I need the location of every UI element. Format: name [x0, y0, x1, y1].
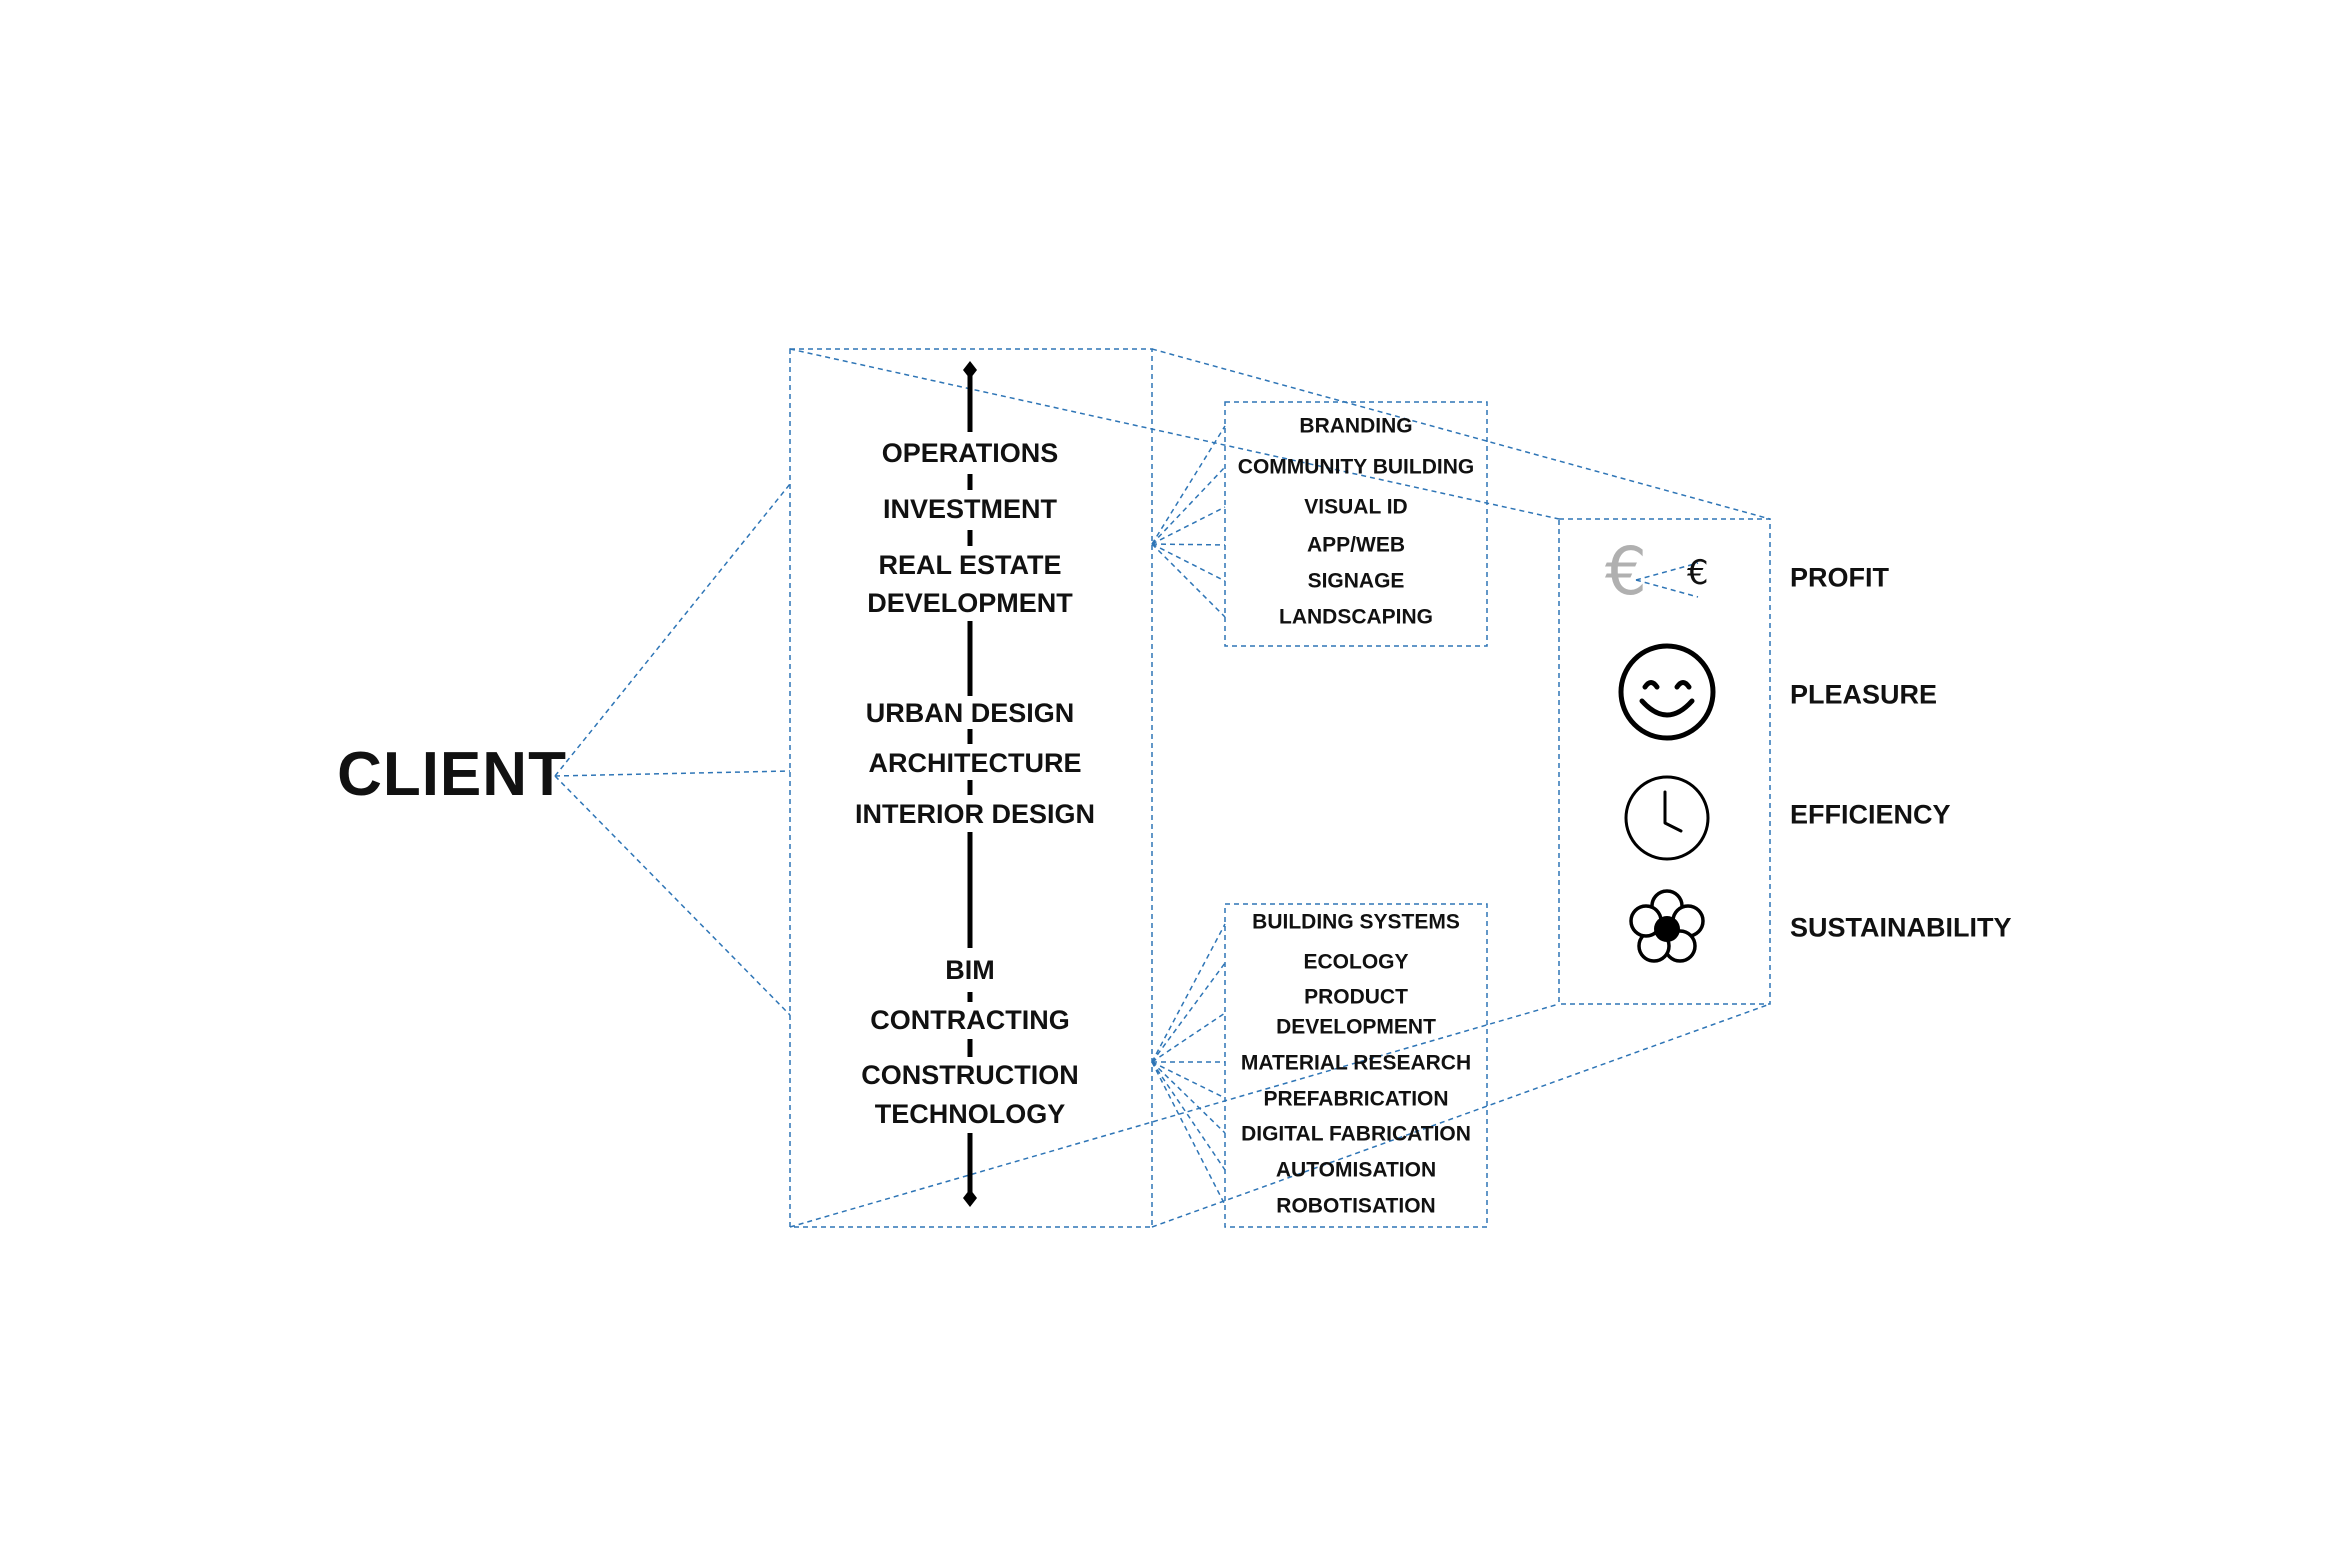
- sub-fan-line: [1151, 543, 1226, 546]
- top-item-signage: SIGNAGE: [1307, 569, 1405, 593]
- main-item-operations: OPERATIONS: [881, 437, 1059, 468]
- bottom-item-product: PRODUCT: [1304, 985, 1408, 1009]
- euro-large-glyph: €: [1605, 533, 1647, 610]
- sub-fan-line: [1151, 1061, 1226, 1099]
- top-item-landscaping: LANDSCAPING: [1278, 605, 1434, 629]
- timeline-bottom-end: [963, 1189, 977, 1207]
- euro-icon: € €: [1605, 533, 1725, 615]
- top-item-branding: BRANDING: [1299, 414, 1413, 438]
- bottom-item-material-research: MATERIAL RESEARCH: [1240, 1051, 1472, 1075]
- main-item-investment: INVESTMENT: [882, 493, 1058, 524]
- main-item-real-estate: REAL ESTATE: [878, 549, 1062, 580]
- bottom-item-automisation: AUTOMISATION: [1275, 1158, 1437, 1182]
- sub-fan-line: [1151, 1061, 1226, 1171]
- clock-icon: [1624, 775, 1710, 861]
- sub-fan-line: [1151, 962, 1226, 1063]
- sub-fan-line: [1151, 543, 1226, 618]
- euro-fan-line: [1635, 562, 1699, 581]
- sub-fan-line: [1151, 506, 1226, 545]
- perspective-line: [1151, 348, 1771, 520]
- sub-fan-line: [1151, 1012, 1226, 1063]
- main-box: [789, 348, 1153, 1228]
- smiley-icon: [1618, 643, 1716, 741]
- fan-line: [554, 775, 791, 1016]
- bottom-item-robotisation: ROBOTISATION: [1276, 1194, 1436, 1218]
- timeline-top-end: [963, 361, 977, 379]
- values-box: [1558, 518, 1771, 1005]
- fan-line: [554, 770, 791, 777]
- euro-fan-line: [1635, 579, 1699, 598]
- main-item-development: DEVELOPMENT: [867, 587, 1073, 618]
- main-item-architecture: ARCHITECTURE: [868, 747, 1082, 778]
- sub-fan-line: [1151, 466, 1226, 545]
- main-item-construction: CONSTRUCTION: [861, 1059, 1079, 1090]
- value-label-pleasure: PLEASURE: [1790, 679, 1938, 710]
- sub-fan-line: [1151, 1061, 1226, 1206]
- bottom-sub-box: [1224, 903, 1488, 1228]
- sub-fan-line: [1151, 923, 1226, 1063]
- value-label-profit: PROFIT: [1790, 562, 1889, 593]
- main-item-contracting: CONTRACTING: [870, 1004, 1070, 1035]
- perspective-line: [789, 1003, 1560, 1228]
- bottom-item-building-systems: BUILDING SYSTEMS: [1252, 910, 1460, 934]
- main-item-urban-design: URBAN DESIGN: [865, 697, 1075, 728]
- bottom-item-ecology: ECOLOGY: [1303, 950, 1409, 974]
- bottom-item-digital-fabrication: DIGITAL FABRICATION: [1241, 1122, 1471, 1146]
- main-item-technology: TECHNOLOGY: [874, 1098, 1066, 1129]
- client-label: CLIENT: [337, 739, 567, 809]
- value-label-efficiency: EFFICIENCY: [1790, 799, 1951, 830]
- top-item-visual-id: VISUAL ID: [1304, 495, 1408, 519]
- value-label-sustainability: SUSTAINABILITY: [1790, 912, 2012, 943]
- sub-fan-line: [1151, 1061, 1226, 1134]
- sub-fan-line: [1151, 543, 1226, 582]
- perspective-line: [1151, 1003, 1771, 1228]
- main-item-interior-design: INTERIOR DESIGN: [854, 798, 1096, 829]
- fan-line: [554, 483, 791, 777]
- euro-small-glyph: €: [1687, 553, 1709, 593]
- flower-icon: [1629, 889, 1705, 963]
- top-item-app-web: APP/WEB: [1306, 533, 1406, 557]
- main-item-bim: BIM: [945, 954, 995, 985]
- top-item-community-building: COMMUNITY BUILDING: [1237, 455, 1475, 479]
- top-sub-box: [1224, 401, 1488, 647]
- bottom-item-development: DEVELOPMENT: [1276, 1015, 1436, 1039]
- bottom-item-prefabrication: PREFABRICATION: [1263, 1087, 1449, 1111]
